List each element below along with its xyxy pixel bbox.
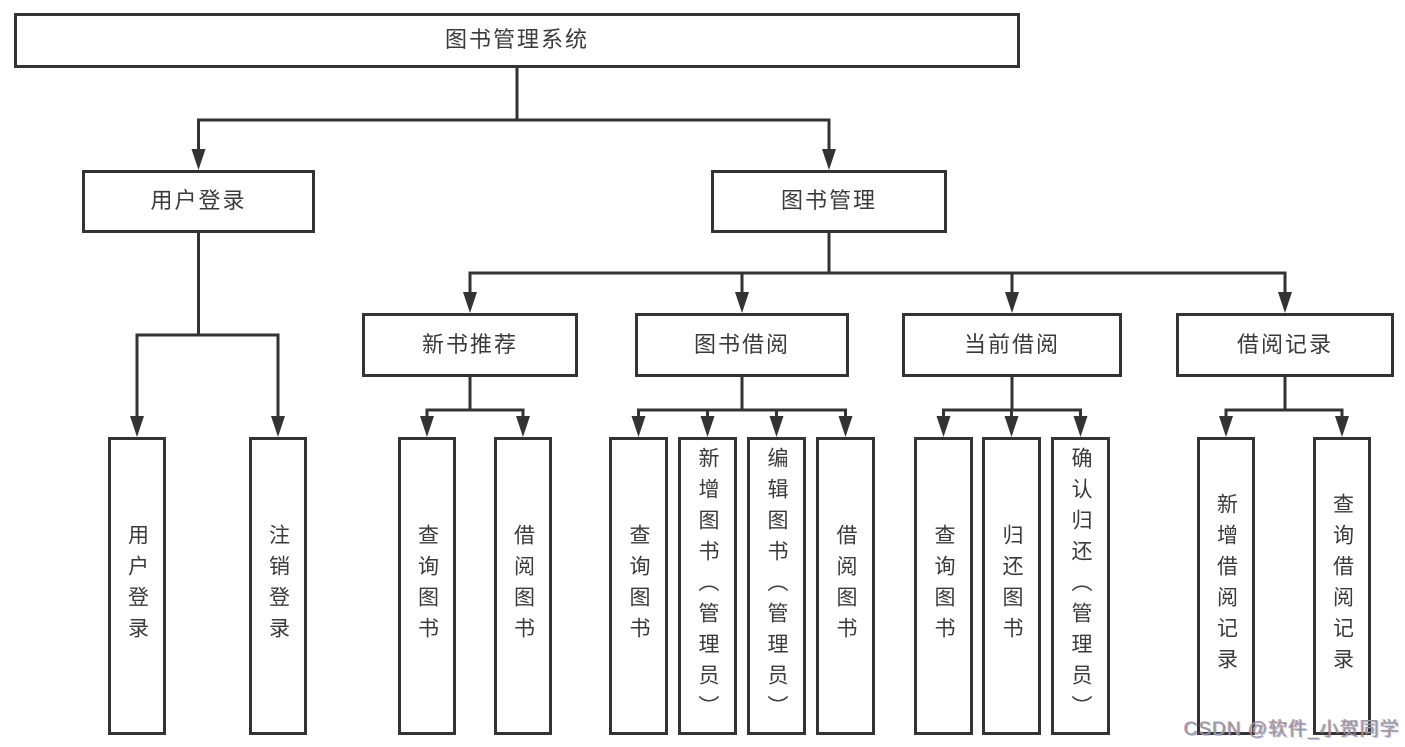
leaf-record-add-borrow-record: 新增借阅记录 [1197, 437, 1255, 735]
node-label: 新增图书（管理员） [696, 446, 719, 726]
csdn-watermark: CSDN @软件_小贺同学 [1184, 719, 1400, 740]
leaf-recommend-borrow-books: 借阅图书 [494, 437, 552, 735]
leaf-current-confirm-return-admin: 确认归还（管理员） [1051, 437, 1110, 735]
node-label: 图书管理系统 [444, 27, 589, 53]
node-borrow-record: 借阅记录 [1176, 313, 1394, 377]
node-system-root: 图书管理系统 [14, 13, 1020, 68]
node-book-borrow: 图书借阅 [635, 313, 849, 377]
node-label: 图书借阅 [693, 331, 790, 357]
node-label: 新书推荐 [421, 331, 518, 357]
node-user-login: 用户登录 [82, 170, 315, 233]
node-label: 编辑图书（管理员） [765, 446, 788, 726]
leaf-borrow-edit-books-admin: 编辑图书（管理员） [747, 437, 806, 735]
node-label: 注销登录 [266, 524, 290, 648]
node-label: 查询借阅记录 [1330, 493, 1354, 679]
node-label: 查询图书 [627, 524, 650, 648]
node-label: 用户登录 [150, 188, 247, 214]
leaf-borrow-borrow-books: 借阅图书 [816, 437, 875, 735]
leaf-logout: 注销登录 [249, 437, 307, 735]
node-label: 查询图书 [415, 524, 439, 648]
leaf-user-login: 用户登录 [108, 437, 166, 735]
node-label: 借阅图书 [511, 524, 535, 648]
leaf-recommend-query-books: 查询图书 [398, 437, 456, 735]
node-current-borrow: 当前借阅 [902, 313, 1122, 377]
leaf-current-query-books: 查询图书 [914, 437, 973, 735]
leaf-borrow-query-books: 查询图书 [609, 437, 668, 735]
node-label: 借阅记录 [1236, 331, 1333, 357]
node-label: 借阅图书 [834, 524, 857, 648]
node-label: 归还图书 [1000, 524, 1023, 648]
node-book-management: 图书管理 [711, 170, 947, 233]
node-new-book-recommend: 新书推荐 [362, 313, 578, 377]
node-label: 当前借阅 [963, 331, 1060, 357]
node-label: 确认归还（管理员） [1069, 446, 1092, 726]
node-label: 图书管理 [780, 188, 877, 214]
node-label: 查询图书 [932, 524, 955, 648]
node-label: 用户登录 [125, 524, 149, 648]
leaf-borrow-add-books-admin: 新增图书（管理员） [678, 437, 737, 735]
node-label: 新增借阅记录 [1214, 493, 1238, 679]
leaf-record-query-borrow-record: 查询借阅记录 [1313, 437, 1371, 735]
leaf-current-return-books: 归还图书 [982, 437, 1041, 735]
